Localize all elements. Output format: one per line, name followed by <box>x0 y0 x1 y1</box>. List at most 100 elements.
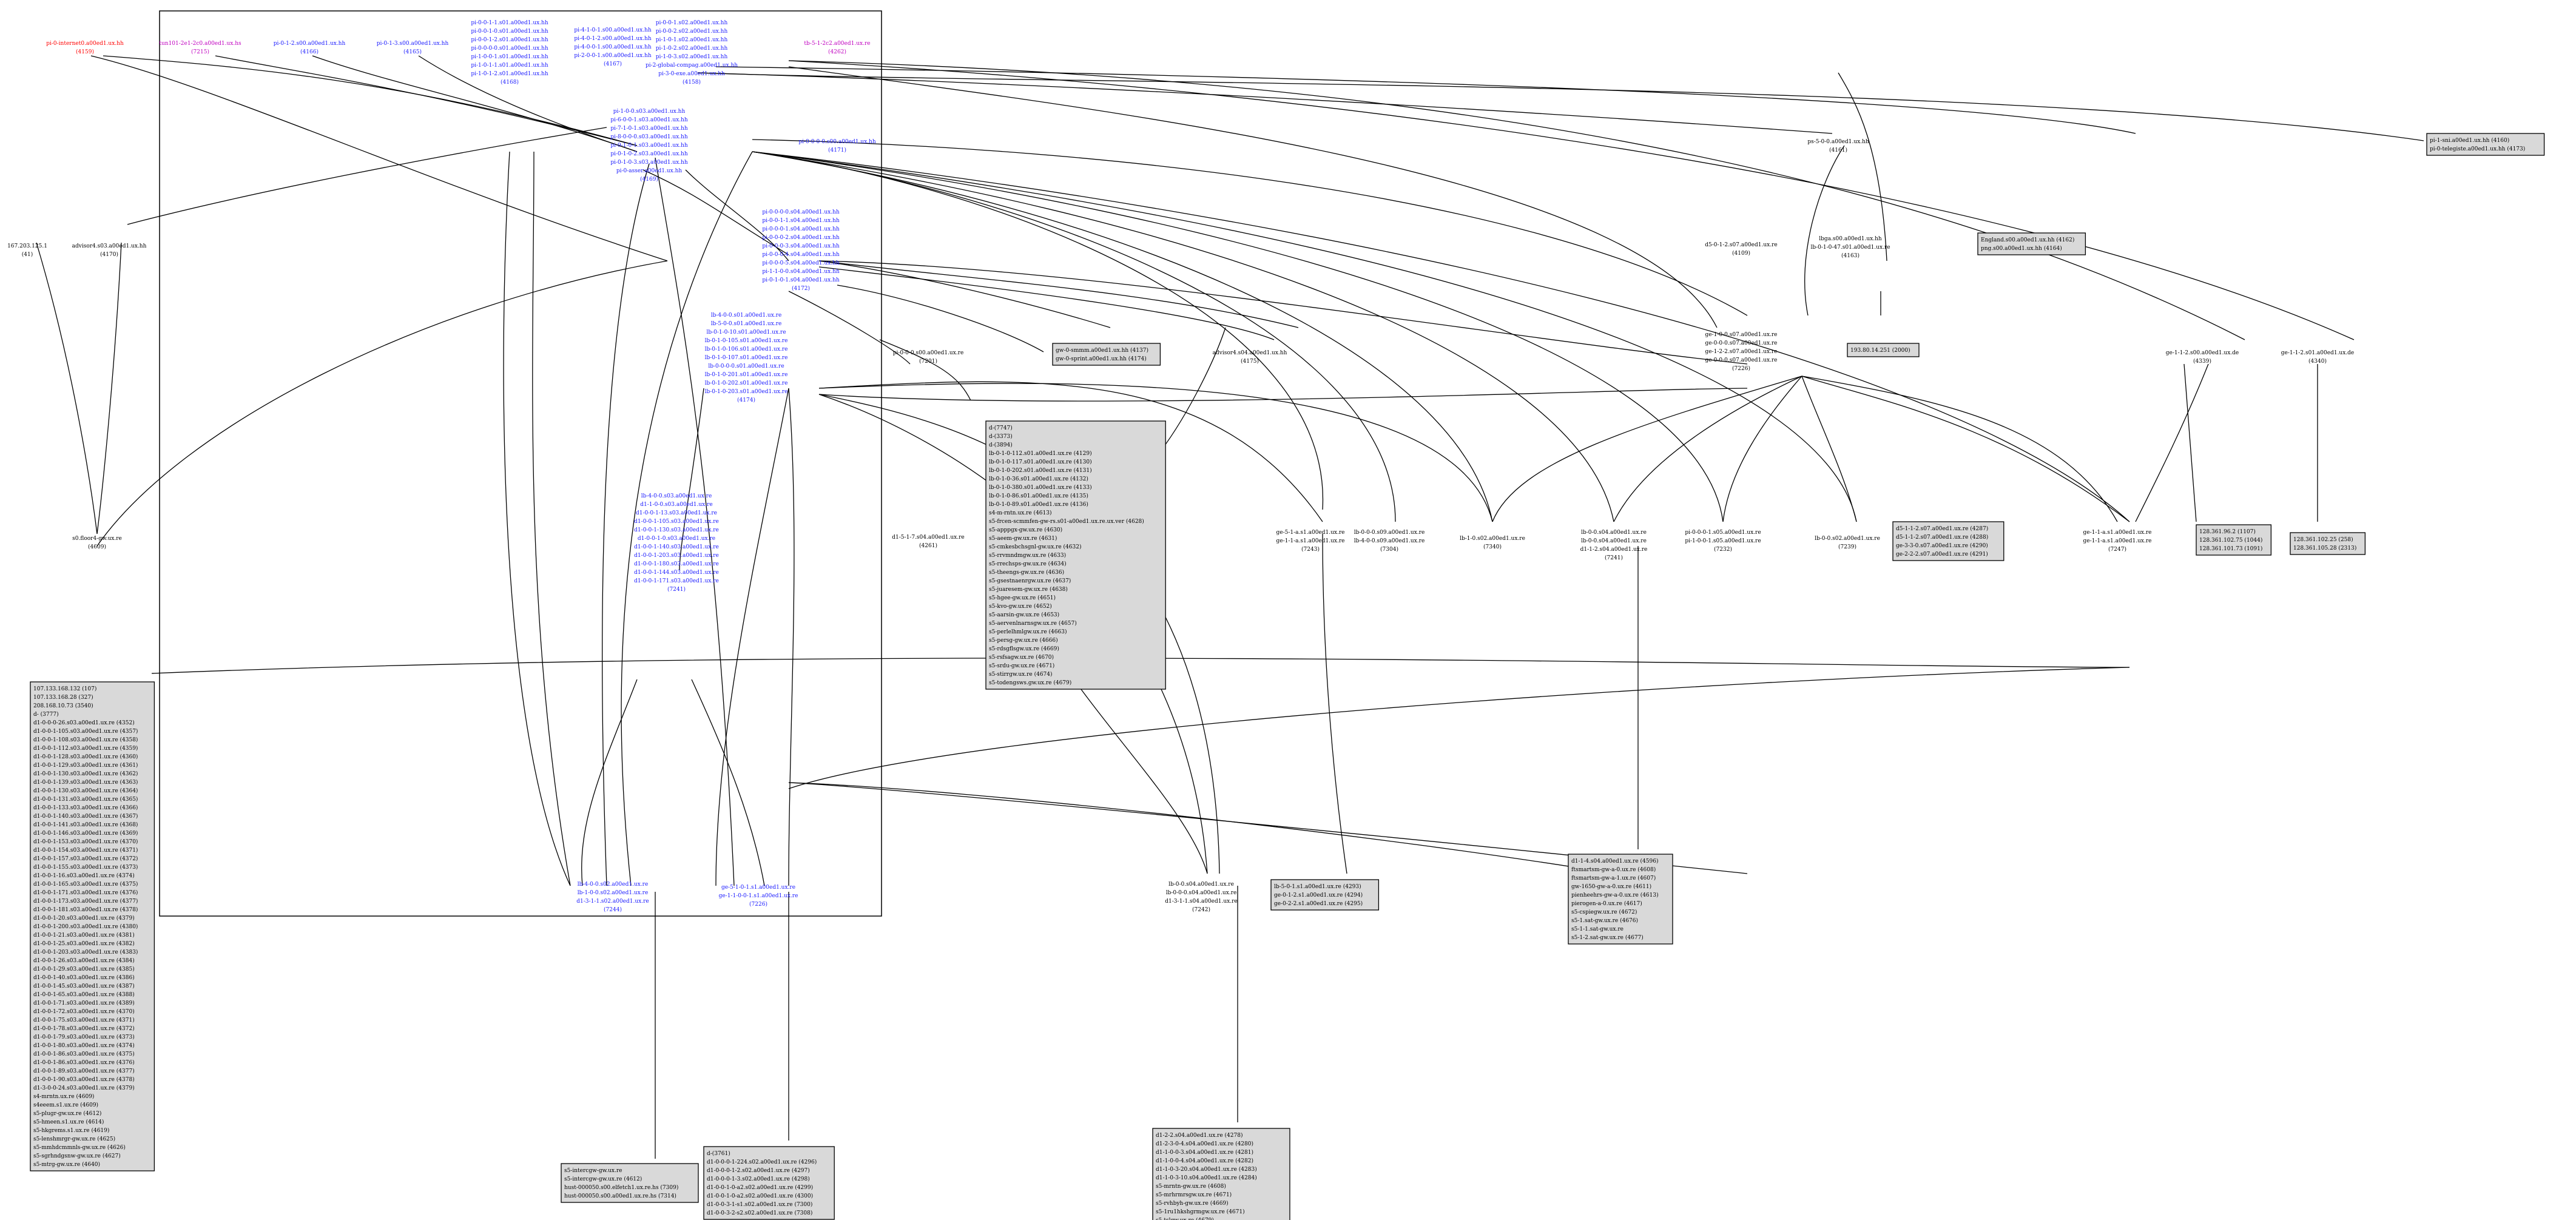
node-text: d1-1-0-3-10.s04.a00ed1.ux.re (4284) <box>1156 1175 1257 1181</box>
node-text: 107.133.168.28 (327) <box>33 694 93 701</box>
node-text: lb-4-0-0.s02.a00ed1.ux.re <box>578 881 649 888</box>
node-box-frame <box>2290 532 2366 555</box>
node-text: s5-mmhdcmmnls-gw.ux.re (4626) <box>33 1144 126 1151</box>
node-text: d1-0-0-0-26.s03.a00ed1.ux.re (4352) <box>33 720 135 726</box>
node-text: d1-0-0-1-131.s03.a00ed1.ux.re (4365) <box>33 796 138 803</box>
node-text: s5-stirrgw.ux.re (4674) <box>989 671 1053 678</box>
node-text: pi-0-internet0.a00ed1.ux.hh <box>46 41 124 47</box>
node-text: ge-0-0-0.s07.a00ed1.ux.re <box>1705 340 1777 346</box>
node-text: ge-0-0-0.s07.a00ed1.ux.re <box>1705 357 1777 363</box>
node-text: d1-0-0-1-89.s03.a00ed1.ux.re (4377) <box>33 1068 135 1074</box>
node-text: (4163) <box>1841 252 1860 259</box>
node-box-frame <box>1892 521 2004 561</box>
node-text: s5-rdsgflsgw.ux.re (4669) <box>989 645 1059 652</box>
node-text: s5-intercgw-gw.ux.re (4612) <box>564 1176 642 1182</box>
node-text: lb-5-0-1.s1.a00ed1.ux.re (4293) <box>1274 883 1361 890</box>
node-text: tb-5-1-2c2.a00ed1.ux.re <box>804 41 870 47</box>
node-text: (7247) <box>2108 546 2126 553</box>
node-text: pi-0-1-0-1.s04.a00ed1.ux.hh <box>762 277 840 283</box>
node-text: d1-3-1-1.s02.a00ed1.ux.re <box>576 898 649 905</box>
node-text: 208.168.10.73 (3540) <box>33 703 93 709</box>
node-text: ge-2-2-2.s07.a00ed1.ux.re (4291) <box>1896 551 1988 558</box>
node-box-frame <box>1152 1128 1290 1220</box>
node-text: lb-0-1-0-36.s01.a00ed1.ux.re (4132) <box>989 476 1088 482</box>
node-label: ge-1-1-2.s01.a00ed1.ux.de(4340) <box>2281 350 2355 365</box>
node-label: ge-1-0-0.s07.a00ed1.ux.rege-0-0-0.s07.a0… <box>1705 332 1777 372</box>
node-text: s5-rsfsagw.ux.re (4670) <box>989 654 1054 661</box>
node-label: d5-0-1-2.s07.a00ed1.ux.re(4109) <box>1705 242 1777 257</box>
node-text: s5-juaresem-gw.ux.re (4638) <box>989 586 1068 593</box>
node-text: 128.361.102.25 (258) <box>2293 536 2353 543</box>
node-text: (4262) <box>828 49 846 55</box>
node-text: d5-1-1-2.s07.a00ed1.ux.re (4287) <box>1896 525 1988 532</box>
node-text: lb-0-0-0.s04.a00ed1.ux.re <box>1166 890 1237 896</box>
node-label: lb-4-0-0.s01.a00ed1.ux.relb-5-0-0.s01.a0… <box>705 312 788 403</box>
node-text: ge-1-1-a.s1.a00ed1.ux.re <box>2083 538 2152 544</box>
node-text: d1-0-0-1-86.s03.a00ed1.ux.re (4375) <box>33 1051 135 1057</box>
node-text: lb-0-1-0-107.s01.a00ed1.ux.re <box>705 355 788 361</box>
node-text: s5-cspiegw.ux.re (4672) <box>1571 909 1637 915</box>
node-text: s4-m-rntn.ux.re (4613) <box>989 510 1051 516</box>
node-text: d-(3761) <box>707 1150 730 1157</box>
node-text: d- (3777) <box>33 711 59 718</box>
node-text: d1-0-0-1-141.s03.a00ed1.ux.re (4368) <box>33 821 138 828</box>
node-text: s5-rrechsps-gw.ux.re (4634) <box>989 561 1067 567</box>
node-text: d-(3894) <box>989 442 1013 448</box>
node-text: d1-0-0-1-128.s03.a00ed1.ux.re (4360) <box>33 753 138 760</box>
node-text: pi-8-0-0-0.s03.a00ed1.ux.hh <box>610 134 688 140</box>
node-text: d1-0-0-1-79.s03.a00ed1.ux.re (4373) <box>33 1034 135 1040</box>
node-box-frame <box>1847 343 1920 357</box>
node-text: (7340) <box>1483 544 1502 550</box>
node-box: s5-intercgw-gw.ux.res5-intercgw-gw.ux.re… <box>561 1163 699 1203</box>
node-text: pi-9-1-0-1.s03.a00ed1.ux.hh <box>610 143 688 149</box>
node-text: ge-3-3-0.s07.a00ed1.ux.re (4290) <box>1896 542 1988 549</box>
node-text: s5-sgrhndgsnw-gw.ux.re (4627) <box>33 1153 121 1159</box>
node-text: 167.203.125.1 <box>7 243 47 249</box>
node-box-frame <box>703 1146 835 1220</box>
node-text: (4174) <box>737 397 755 403</box>
node-text: d1-1-2.s04.a00ed1.ux.re <box>1580 547 1648 553</box>
node-text: s5-1ru1hkshgrmgw.ux.re (4671) <box>1156 1208 1245 1215</box>
node-text: tun101-2e1-2c0.a00ed1.ux.hs <box>159 41 241 47</box>
node-text: s0.floor4-gw.ux.re <box>72 536 122 542</box>
node-box: 128.361.102.25 (258)128.361.105.28 (2313… <box>2290 532 2366 555</box>
node-text: ge-0-2-2.s1.a00ed1.ux.re (4295) <box>1274 900 1363 907</box>
node-label: lb-0-0.s04.a00ed1.ux.relb-0-0.s04.a00ed1… <box>1580 530 1648 561</box>
node-text: d1-0-0-1-144.s03.a00ed1.ux.re <box>634 570 719 576</box>
node-box: d1-1-4.s04.a00ed1.ux.re (4596)ftsmartsm-… <box>1568 854 1673 945</box>
node-text: d1-1-0-0-3.s04.a00ed1.ux.re (4281) <box>1156 1149 1253 1156</box>
node-text: d1-0-0-1-105.s03.a00ed1.ux.re <box>634 519 719 525</box>
node-text: d1-0-0-1-40.s03.a00ed1.ux.re (4386) <box>33 974 135 981</box>
node-text: d1-0-0-1-72.s03.a00ed1.ux.re (4370) <box>33 1008 135 1015</box>
node-text: lb-0-0.s02.a00ed1.ux.re <box>1815 536 1880 542</box>
node-text: s5-hmeen.s1.ux.re (4614) <box>33 1119 104 1125</box>
node-text: s5-mtrg-gw.ux.re (4640) <box>33 1161 100 1168</box>
node-text: pi-2-global-compag.a00ed1.ux.hh <box>646 62 738 69</box>
node-text: pi-0-0-1.s02.a00ed1.ux.hh <box>656 20 728 26</box>
node-text: ge-1-1-a.s1.a00ed1.ux.re <box>1276 538 1345 544</box>
node-text: pi-1-0-0.s03.a00ed1.ux.hh <box>613 109 686 115</box>
node-text: pi-0-1-2.s00.a00ed1.ux.hh <box>274 41 346 47</box>
node-label: ps-5-0-0.a00ed1.ux.hh(4161) <box>1807 139 1869 153</box>
node-text: d1-0-0-1-112.s03.a00ed1.ux.re (4359) <box>33 745 138 752</box>
node-text: s4-mrntn.ux.re (4609) <box>33 1093 94 1100</box>
node-text: (4339) <box>2193 358 2211 365</box>
node-text: (4170) <box>100 251 118 258</box>
node-label: d1-5-1-7.s04.a00ed1.ux.re(4261) <box>892 534 964 549</box>
node-text: 128.361.96.2 (1107) <box>2199 528 2256 535</box>
node-text: (4169) <box>640 176 658 183</box>
node-text: s5-1.sat-gw.ux.re (4676) <box>1571 917 1638 924</box>
node-box-frame <box>1977 232 2086 255</box>
node-text: (7239) <box>1838 544 1856 550</box>
node-text: (4609) <box>88 544 106 550</box>
node-text: lb-0-1-0-10.s01.a00ed1.ux.re <box>706 329 786 335</box>
cluster-box <box>159 10 882 917</box>
node-text: png.s00.a00ed1.ux.hh (4164) <box>1981 245 2062 252</box>
node-text: d1-0-0-1-29.s03.a00ed1.ux.re (4385) <box>33 966 135 972</box>
node-text: d1-0-0-1-26.s03.a00ed1.ux.re (4384) <box>33 957 135 964</box>
node-text: s5-kvo-gw.ux.re (4652) <box>989 603 1052 610</box>
node-label: ge-5-1-0-1.s1.a00ed1.ux.rege-1-1-0-0-1.s… <box>719 885 798 908</box>
node-text: (7241) <box>1605 554 1623 561</box>
node-text: s5-perlelhmlgw.ux.re (4663) <box>989 629 1067 635</box>
node-label: 167.203.125.1(41) <box>7 243 47 258</box>
